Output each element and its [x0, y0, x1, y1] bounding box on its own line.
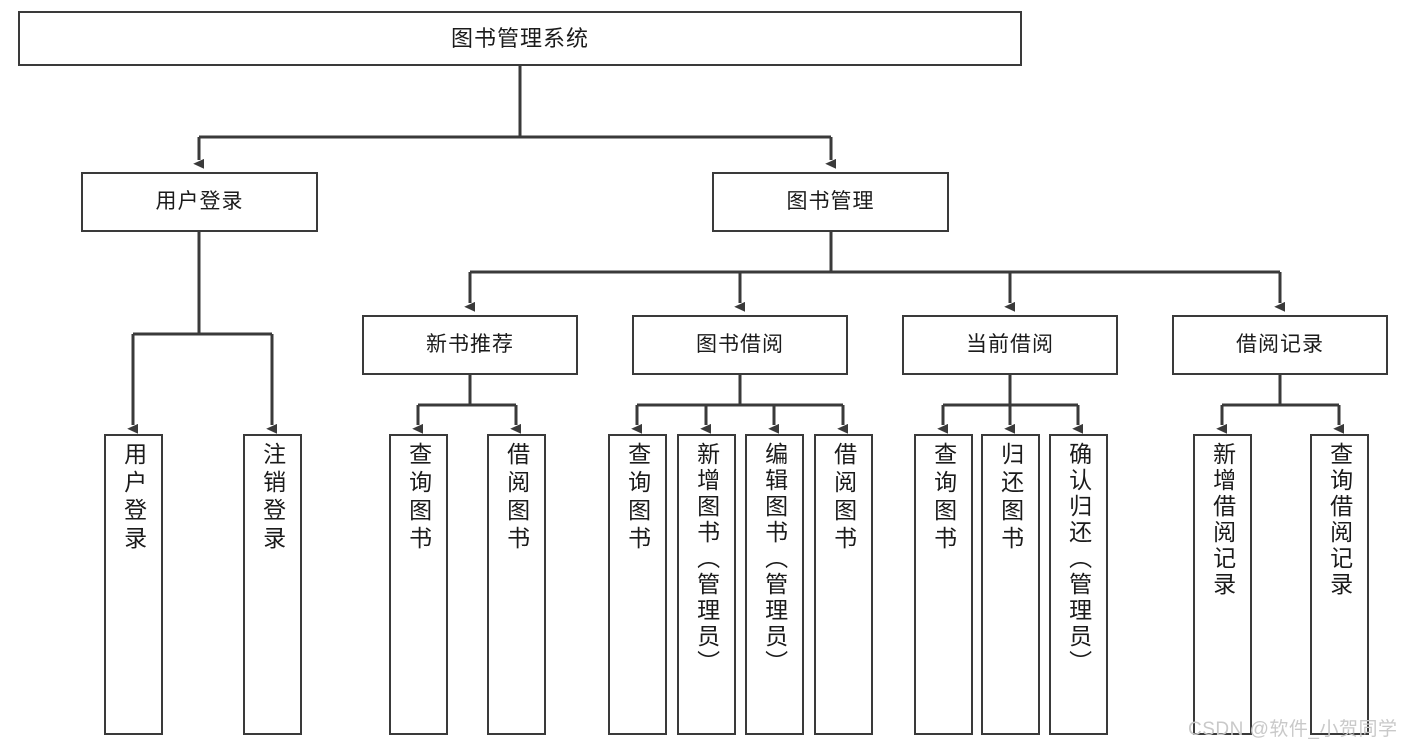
leaf-borrow-book-label: 借阅图书: [830, 442, 857, 554]
leaf-query-book-borrow[interactable]: 查询图书: [608, 434, 667, 735]
node-book-borrow-label: 图书借阅: [696, 332, 784, 356]
leaf-query-book-current-label: 查询图书: [930, 442, 957, 554]
leaf-query-book-borrow-label: 查询图书: [624, 442, 651, 554]
leaf-query-borrow-record[interactable]: 查询借阅记录: [1310, 434, 1369, 735]
leaf-edit-book-admin-label: 编辑图书（管理员）: [761, 442, 788, 676]
node-new-book-recommend[interactable]: 新书推荐: [362, 315, 578, 375]
node-user-login[interactable]: 用户登录: [81, 172, 318, 232]
leaf-query-borrow-record-label: 查询借阅记录: [1326, 442, 1353, 598]
node-book-borrow[interactable]: 图书借阅: [632, 315, 848, 375]
node-root-label: 图书管理系统: [450, 25, 589, 51]
node-root[interactable]: 图书管理系统: [18, 11, 1022, 66]
leaf-borrow-book-recommend-label: 借阅图书: [503, 442, 530, 554]
leaf-user-login-label: 用户登录: [120, 442, 147, 554]
csdn-watermark: CSDN @软件_小贺同学: [1188, 719, 1398, 740]
node-borrow-record-label: 借阅记录: [1236, 332, 1324, 356]
node-current-borrow-label: 当前借阅: [966, 332, 1054, 356]
node-borrow-record[interactable]: 借阅记录: [1172, 315, 1388, 375]
leaf-add-borrow-record[interactable]: 新增借阅记录: [1193, 434, 1252, 735]
leaf-query-book-recommend-label: 查询图书: [405, 442, 432, 554]
leaf-logout-login-label: 注销登录: [259, 442, 286, 554]
node-current-borrow[interactable]: 当前借阅: [902, 315, 1118, 375]
node-book-management-label: 图书管理: [786, 189, 875, 213]
node-user-login-label: 用户登录: [155, 189, 244, 213]
leaf-confirm-return-admin-label: 确认归还（管理员）: [1065, 442, 1092, 676]
leaf-user-login[interactable]: 用户登录: [104, 434, 163, 735]
leaf-add-book-admin[interactable]: 新增图书（管理员）: [677, 434, 736, 735]
node-new-book-recommend-label: 新书推荐: [426, 332, 514, 356]
leaf-return-book-label: 归还图书: [997, 442, 1024, 554]
leaf-logout-login[interactable]: 注销登录: [243, 434, 302, 735]
leaf-query-book-recommend[interactable]: 查询图书: [389, 434, 448, 735]
leaf-return-book[interactable]: 归还图书: [981, 434, 1040, 735]
leaf-query-book-current[interactable]: 查询图书: [914, 434, 973, 735]
leaf-edit-book-admin[interactable]: 编辑图书（管理员）: [745, 434, 804, 735]
node-book-management[interactable]: 图书管理: [712, 172, 949, 232]
leaf-confirm-return-admin[interactable]: 确认归还（管理员）: [1049, 434, 1108, 735]
leaf-borrow-book-recommend[interactable]: 借阅图书: [487, 434, 546, 735]
leaf-borrow-book[interactable]: 借阅图书: [814, 434, 873, 735]
leaf-add-book-admin-label: 新增图书（管理员）: [693, 442, 720, 676]
leaf-add-borrow-record-label: 新增借阅记录: [1209, 442, 1236, 598]
